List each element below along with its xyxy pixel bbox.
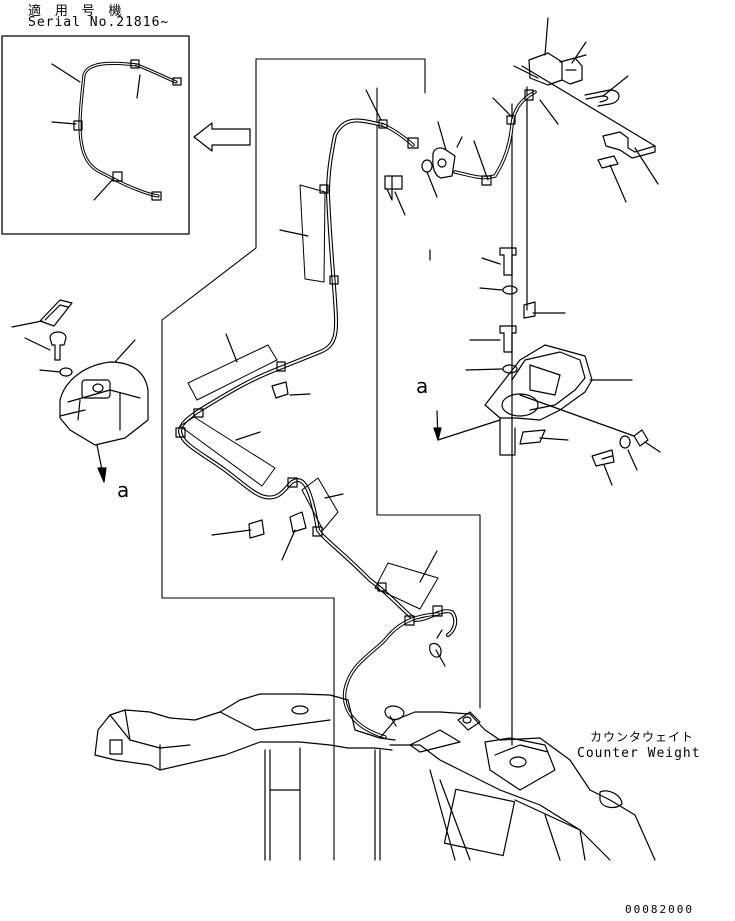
bracket-assembly [434, 248, 660, 485]
serial-number-label: Serial No.21816~ [28, 15, 170, 30]
harness-clamp [249, 382, 442, 657]
reference-arrow-a-label: a [117, 478, 130, 502]
main-harness [176, 120, 455, 737]
serial-variant-inset [2, 36, 189, 234]
drawing-number: 00082000 [625, 903, 694, 916]
hollow-arrow-icon [194, 123, 250, 151]
callout-leaders [212, 90, 445, 666]
protective-tube [180, 185, 438, 609]
counterweight-label-jp: カウンタウェイト [590, 730, 695, 744]
counterweight-label-en: Counter Weight [577, 746, 701, 761]
frame-outline [256, 59, 425, 93]
counterweight-structure [95, 694, 655, 860]
applicable-machines-label: 適 用 号 機 [28, 4, 125, 19]
reference-arrow-a-label: a [416, 374, 429, 398]
cover-assembly [12, 300, 148, 482]
connector-assembly [385, 18, 658, 215]
